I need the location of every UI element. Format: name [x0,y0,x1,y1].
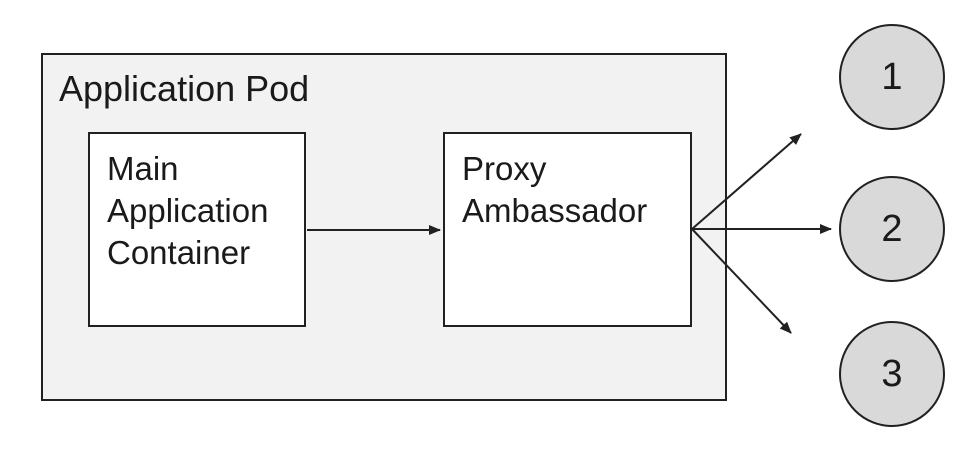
endpoint-3-label: 3 [881,352,903,395]
endpoint-1-label: 1 [881,55,903,98]
endpoint-2-label: 2 [881,207,903,250]
main-application-container-label: Main Application Container [107,150,269,271]
endpoint-circle-1: 1 [839,24,945,130]
proxy-ambassador-box: Proxy Ambassador [443,132,692,327]
proxy-ambassador-label: Proxy Ambassador [462,150,648,229]
application-pod-label: Application Pod [59,68,310,109]
main-application-container-box: Main Application Container [88,132,306,327]
endpoint-circle-3: 3 [839,321,945,427]
endpoint-circle-2: 2 [839,176,945,282]
